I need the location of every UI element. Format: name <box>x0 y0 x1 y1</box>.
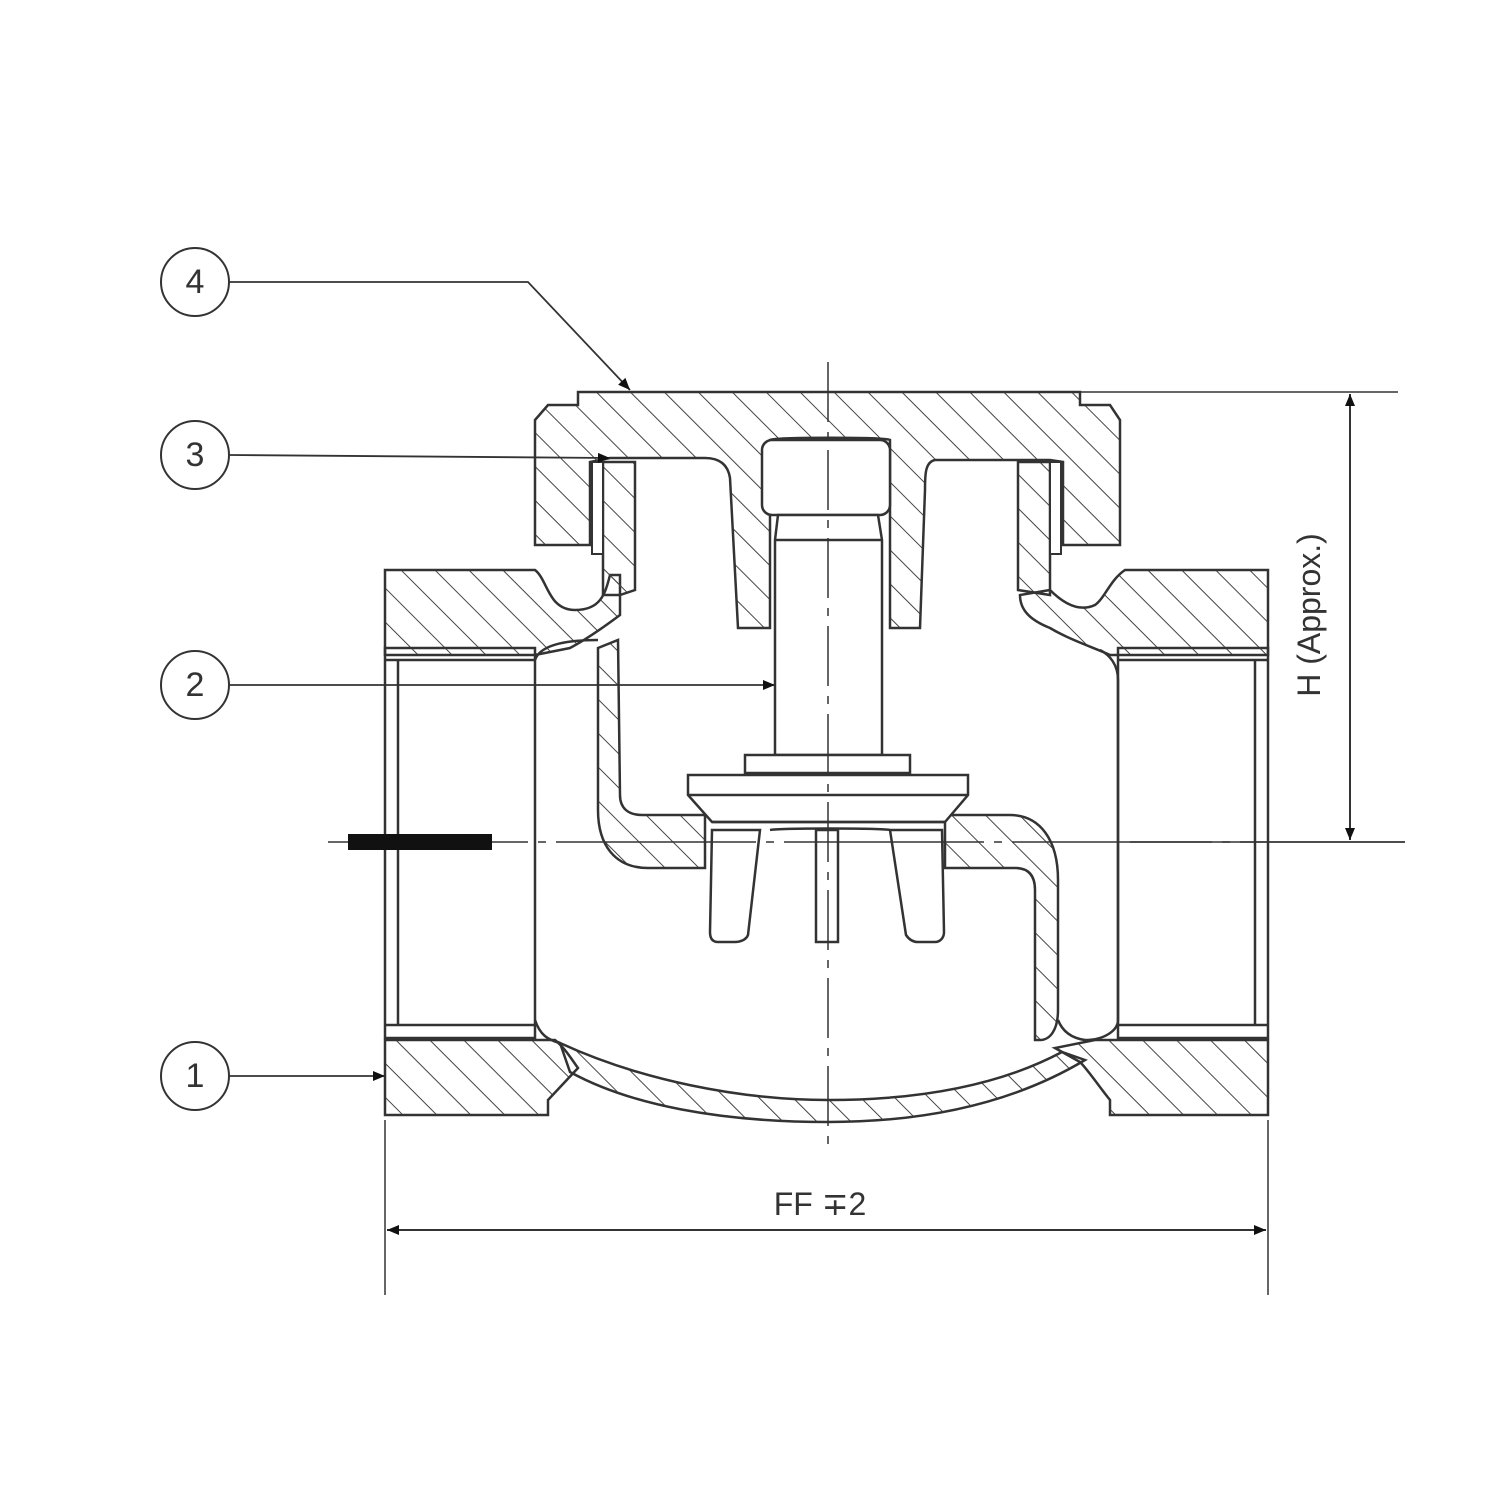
svg-text:4: 4 <box>186 263 205 301</box>
svg-text:2: 2 <box>186 666 205 704</box>
dimension-lines <box>384 391 1405 1295</box>
valve-body <box>383 460 1270 1124</box>
svg-text:1: 1 <box>186 1057 205 1095</box>
bonnet-cap <box>533 390 1122 630</box>
length-dimension-label: FF ∓2 <box>774 1186 867 1222</box>
callout-2: 2 <box>160 650 775 720</box>
svg-text:3: 3 <box>186 436 205 474</box>
gasket <box>591 461 1062 555</box>
callout-3: 3 <box>160 420 611 490</box>
height-dimension-label: H (Approx.) <box>1291 533 1327 697</box>
callout-4: 4 <box>160 247 631 391</box>
callout-1: 1 <box>160 1041 385 1111</box>
